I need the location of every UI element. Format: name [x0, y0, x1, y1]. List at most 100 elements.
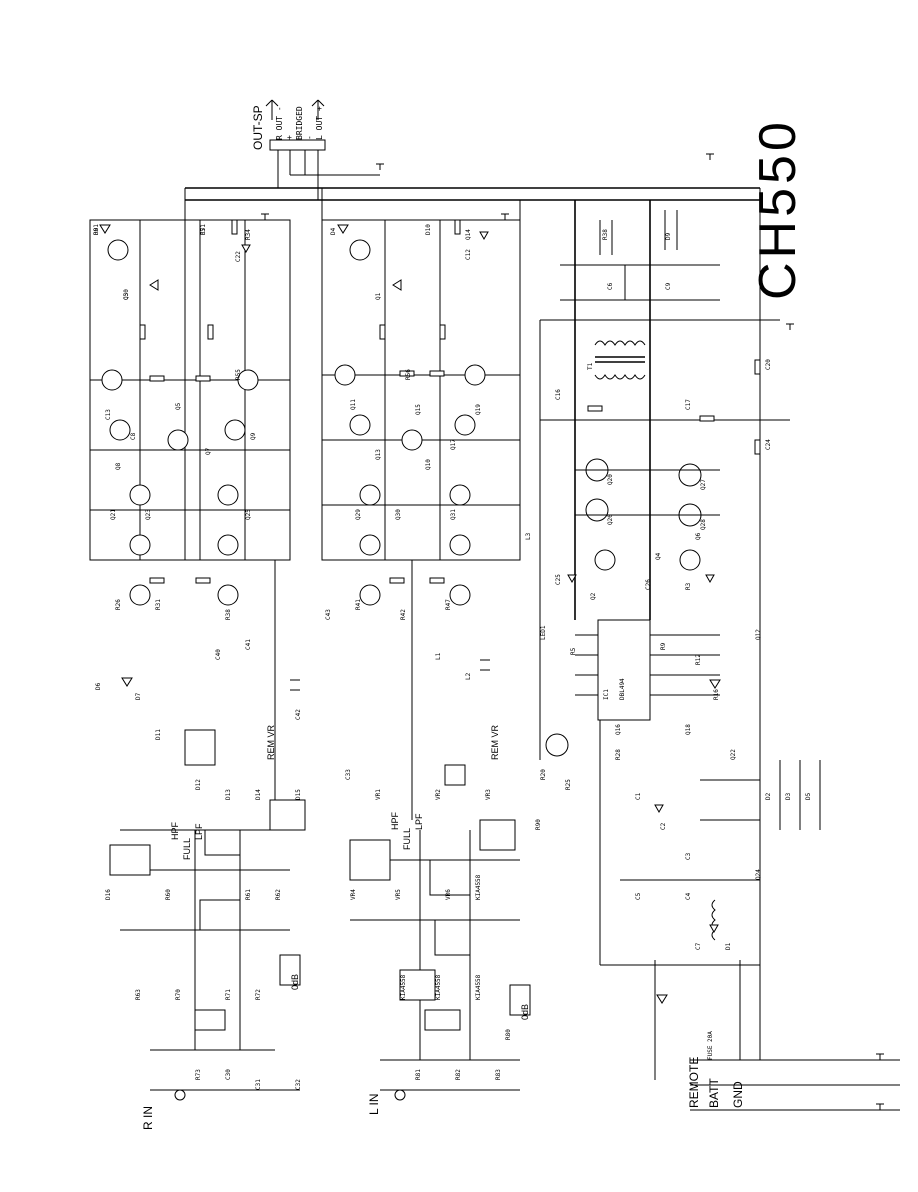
- component-designator: Q1: [375, 292, 382, 300]
- component-designator: C32: [295, 1079, 302, 1090]
- component-designator: R60: [165, 889, 172, 900]
- lpf-r-label: LPF: [194, 823, 204, 840]
- component-designator: R34: [245, 229, 252, 240]
- db-r-label: 0dB: [290, 974, 300, 990]
- component-designator: C31: [255, 1079, 262, 1090]
- component-designator: R25: [565, 779, 572, 790]
- component-designator: C33: [345, 769, 352, 780]
- speaker-connector: [265, 99, 380, 200]
- batt-label: BATT: [707, 1078, 721, 1108]
- component-designator: Q18: [685, 724, 692, 735]
- component-designator: C8: [130, 432, 137, 440]
- model-title: CH550: [749, 118, 807, 300]
- component-designator: D1: [725, 942, 732, 950]
- full-r-label: FULL: [182, 838, 192, 860]
- component-designator: Q2: [590, 592, 597, 600]
- component-designator: C51: [200, 224, 207, 235]
- component-designator: D13: [225, 789, 232, 800]
- r-in-label: R IN: [141, 1106, 155, 1130]
- component-designator: C7: [695, 942, 702, 950]
- component-designator: C4: [685, 892, 692, 900]
- component-designator: R80: [505, 1029, 512, 1040]
- component-designator: R70: [175, 989, 182, 1000]
- component-designator: C3: [685, 852, 692, 860]
- output-pin-label: BRIDGED: [295, 106, 304, 140]
- component-designator: C9: [665, 282, 672, 290]
- component-designator: C13: [105, 409, 112, 420]
- component-designator: Q12: [755, 629, 762, 640]
- component-designator: Q17: [450, 439, 457, 450]
- component-designator: R20: [540, 769, 547, 780]
- component-designator: C41: [245, 639, 252, 650]
- component-designator: D9: [665, 232, 672, 240]
- component-designator: Q6: [695, 532, 702, 540]
- component-designator: R38: [602, 229, 609, 240]
- power-supply: [560, 210, 761, 455]
- component-designator: VR1: [375, 789, 382, 800]
- component-designator: C6: [607, 282, 614, 290]
- component-designator: D14: [255, 789, 262, 800]
- component-designator: R55: [235, 369, 242, 380]
- component-designator: C50: [123, 289, 130, 300]
- component-designator: D15: [295, 789, 302, 800]
- full-l-label: FULL: [402, 828, 412, 850]
- component-designator: R5: [570, 647, 577, 655]
- component-designator: R62: [275, 889, 282, 900]
- component-designator: R90: [535, 819, 542, 830]
- component-designator: R56: [405, 369, 412, 380]
- component-designator: R81: [415, 1069, 422, 1080]
- component-designator: Q24: [755, 869, 762, 880]
- component-designator: C26: [645, 579, 652, 590]
- component-designator: R73: [195, 1069, 202, 1080]
- component-designator: C42: [295, 709, 302, 720]
- component-designator: R26: [115, 599, 122, 610]
- component-designator: R9: [660, 642, 667, 650]
- component-designator: Q8: [115, 462, 122, 470]
- component-designator: Q15: [415, 404, 422, 415]
- right-output-stage: [89, 219, 291, 606]
- output-pin-label: R OUT -: [275, 106, 284, 140]
- component-designator: C5: [635, 892, 642, 900]
- mosfet-bank: [567, 458, 720, 584]
- ground-symbols: [261, 153, 884, 1110]
- component-designator: D3: [785, 792, 792, 800]
- output-pin-labels: R OUT - + BRIDGED - L OUT +: [275, 106, 324, 140]
- component-designator: Q3: [123, 292, 130, 300]
- component-designator: Q16: [615, 724, 622, 735]
- component-designator: Q29: [355, 509, 362, 520]
- component-designator: C30: [225, 1069, 232, 1080]
- component-designator: C20: [765, 359, 772, 370]
- component-designator: VR3: [485, 789, 492, 800]
- component-designator: Q7: [205, 447, 212, 455]
- component-designator: C22: [235, 251, 242, 262]
- output-pin-label: +: [285, 135, 294, 140]
- component-designator: R63: [135, 989, 142, 1000]
- output-pin-label: L OUT +: [315, 106, 324, 140]
- left-preamp: [349, 764, 531, 1101]
- component-designator: D2: [765, 792, 772, 800]
- component-designator: D8: [93, 227, 100, 235]
- component-designator: R31: [155, 599, 162, 610]
- component-designator: R12: [695, 654, 702, 665]
- output-header: OUT-SP: [251, 105, 265, 150]
- component-designator: Q5: [175, 402, 182, 410]
- component-designator: R3: [685, 582, 692, 590]
- right-preamp: [109, 677, 306, 1101]
- component-designator: R38: [225, 609, 232, 620]
- transformer-label: T1: [587, 362, 594, 370]
- component-designator: D12: [195, 779, 202, 790]
- component-designator: KIA4558: [435, 974, 442, 1000]
- hpf-l-label: HPF: [390, 811, 400, 830]
- component-designator: Q22: [730, 749, 737, 760]
- component-designator: Q23: [145, 509, 152, 520]
- component-designator: R16: [713, 689, 720, 700]
- component-designator: C24: [765, 439, 772, 450]
- component-designator: KIA4558: [400, 974, 407, 1000]
- component-designator: VR4: [350, 889, 357, 900]
- mosfet-label: Q20: [607, 474, 614, 485]
- component-designator: D16: [105, 889, 112, 900]
- mosfet-label: Q28: [700, 519, 707, 530]
- component-designator: R71: [225, 989, 232, 1000]
